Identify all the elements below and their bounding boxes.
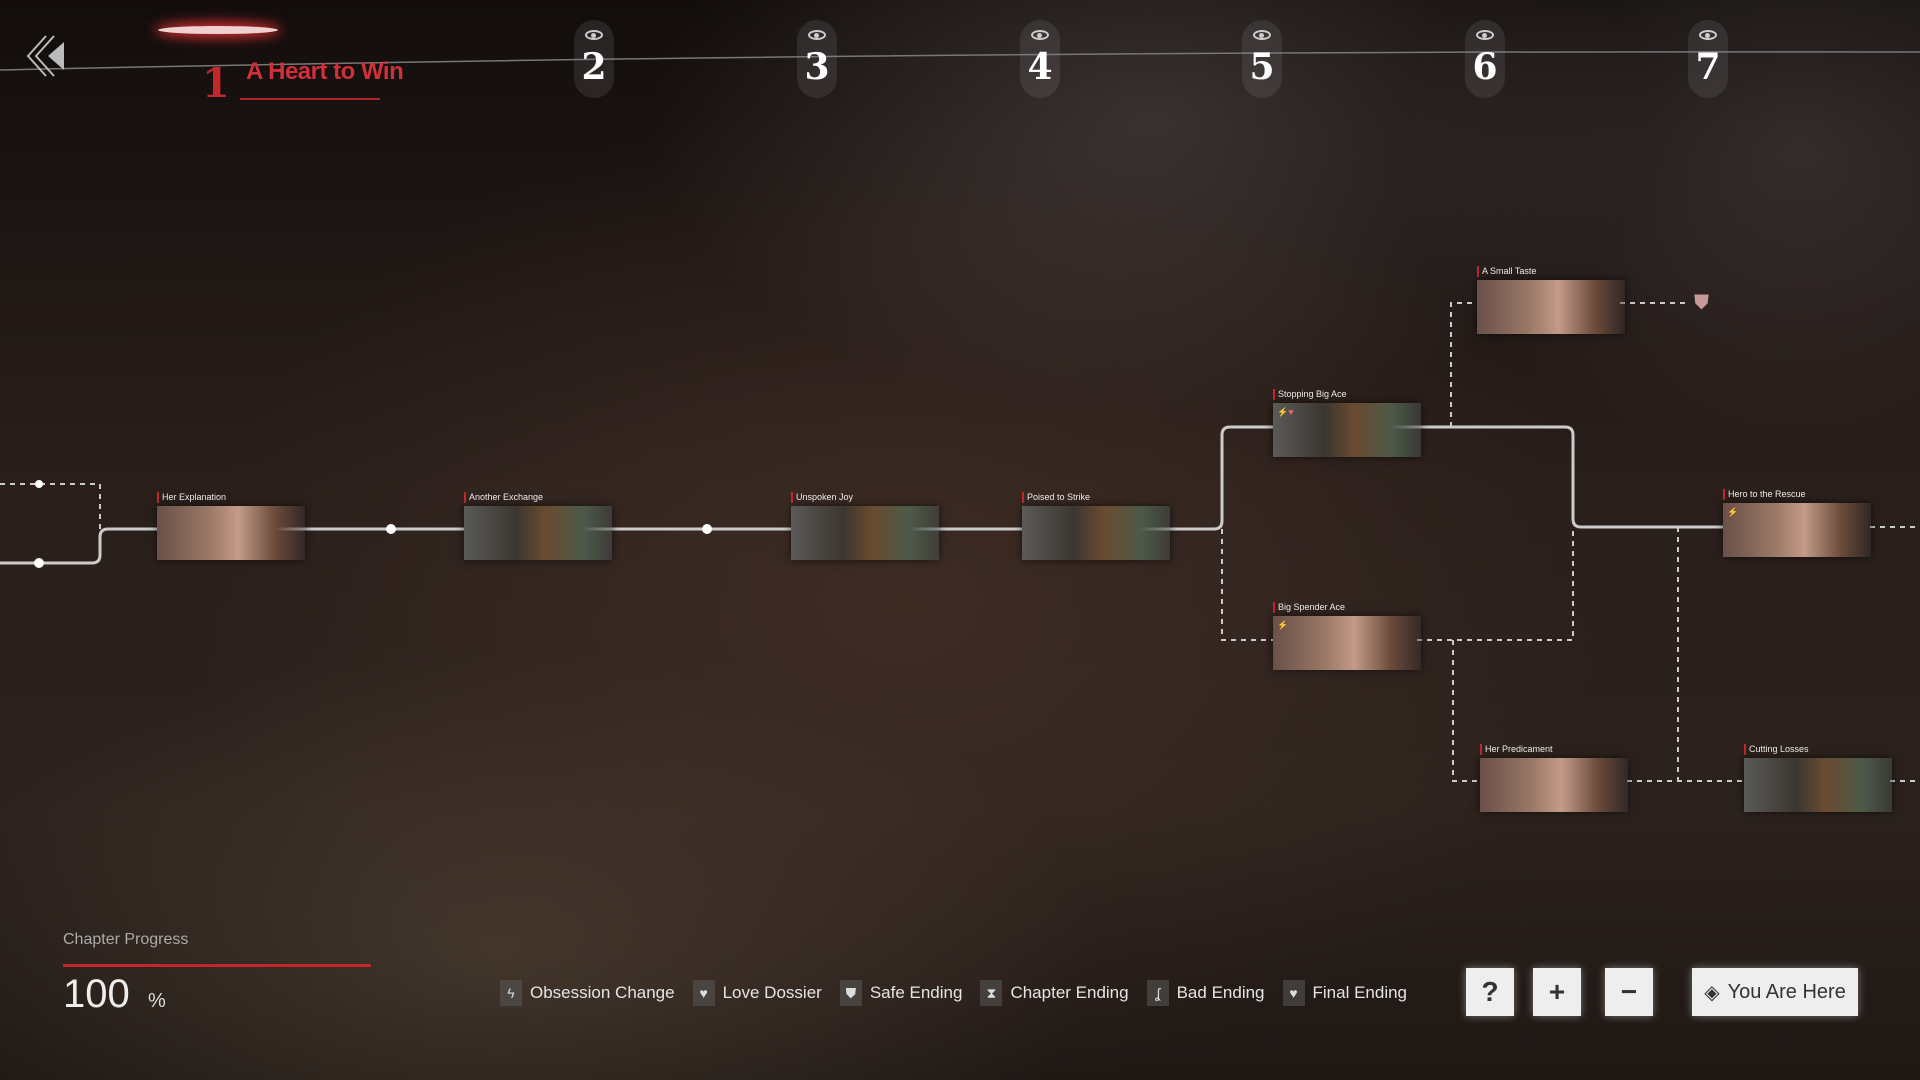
legend-chapter-ending: ⧗ Chapter Ending <box>980 980 1129 1006</box>
obsession-icon: ⚡ <box>1277 620 1289 630</box>
eye-icon <box>585 30 603 40</box>
scene-thumbnail <box>1477 280 1625 334</box>
legend-final-ending: ♥ Final Ending <box>1282 980 1408 1006</box>
scene-title: Big Spender Ace <box>1273 602 1421 613</box>
obsession-icon: ⚡♥ <box>1277 407 1294 417</box>
scene-title: Her Predicament <box>1480 744 1628 755</box>
scene-title: Her Explanation <box>157 492 305 503</box>
chapter-glow <box>158 26 278 34</box>
scene-thumbnail <box>1480 758 1628 812</box>
scene-node-her-explanation[interactable]: Her Explanation <box>157 492 305 560</box>
chapter-3-marker[interactable]: 3 <box>797 20 837 98</box>
zoom-out-button[interactable]: − <box>1605 968 1653 1016</box>
chapter-number: 2 <box>581 46 607 88</box>
chapter-number: 3 <box>804 46 830 88</box>
legend-label: Love Dossier <box>722 983 822 1002</box>
scene-node-poised-to-strike[interactable]: Poised to Strike <box>1022 492 1170 560</box>
solid-paths <box>0 425 1723 565</box>
chapter-number: 1 <box>202 60 230 107</box>
chapter-number: 7 <box>1695 46 1721 88</box>
help-button[interactable]: ? <box>1466 968 1514 1016</box>
chapter-number: 6 <box>1472 46 1498 88</box>
scene-node-her-predicament[interactable]: Her Predicament <box>1480 744 1628 812</box>
legend-obsession-change: ϟ Obsession Change <box>500 980 675 1006</box>
legend-label: Final Ending <box>1312 983 1408 1002</box>
back-button[interactable] <box>24 32 68 82</box>
scene-thumbnail: ⚡♥ <box>1273 403 1421 457</box>
progress-value: 100 <box>63 972 130 1016</box>
scene-title: Poised to Strike <box>1022 492 1170 503</box>
chapter-title: A Heart to Win <box>246 58 404 85</box>
path-dots <box>34 480 712 568</box>
legend-bad-ending: ʆ Bad Ending <box>1146 980 1265 1006</box>
dossier-icon: ♥ <box>692 980 715 1006</box>
scene-thumbnail <box>157 506 305 560</box>
eye-icon <box>1476 30 1494 40</box>
safe-ending-shield-icon[interactable]: ⛊ <box>1694 292 1709 314</box>
eye-icon <box>1031 30 1049 40</box>
chapter-title-underline <box>240 98 380 100</box>
scene-node-hero-to-the-rescue[interactable]: Hero to the Rescue ⚡ <box>1723 489 1871 557</box>
hourglass-icon: ⧗ <box>980 980 1003 1006</box>
chapter-1-marker[interactable]: 1 <box>150 20 280 107</box>
you-are-here-button[interactable]: ◈ You Are Here <box>1692 968 1858 1016</box>
eye-icon <box>808 30 826 40</box>
chapter-5-marker[interactable]: 5 <box>1242 20 1282 98</box>
scene-thumbnail: ⚡ <box>1723 503 1871 557</box>
heart-gem-icon: ♥ <box>1282 980 1305 1006</box>
obsession-icon: ⚡ <box>1727 507 1739 517</box>
scene-thumbnail <box>1022 506 1170 560</box>
scene-node-a-small-taste[interactable]: A Small Taste <box>1477 266 1625 334</box>
progress-unit: % <box>148 990 166 1012</box>
chapter-timeline-line <box>0 51 1920 71</box>
scene-title: Stopping Big Ace <box>1273 389 1421 400</box>
legend-label: Safe Ending <box>869 983 963 1002</box>
zoom-in-button[interactable]: + <box>1533 968 1581 1016</box>
legend-label: Bad Ending <box>1176 983 1265 1002</box>
chapter-2-marker[interactable]: 2 <box>574 20 614 98</box>
scene-title: Unspoken Joy <box>791 492 939 503</box>
legend-love-dossier: ♥ Love Dossier <box>692 980 822 1006</box>
legend-label: Chapter Ending <box>1010 983 1129 1002</box>
chapter-6-marker[interactable]: 6 <box>1465 20 1505 98</box>
eye-icon <box>1253 30 1271 40</box>
chapter-4-marker[interactable]: 4 <box>1020 20 1060 98</box>
scene-node-stopping-big-ace[interactable]: Stopping Big Ace ⚡♥ <box>1273 389 1421 457</box>
shield-icon: ⛊ <box>839 980 862 1006</box>
dashed-paths <box>0 302 1920 782</box>
scene-node-another-exchange[interactable]: Another Exchange <box>464 492 612 560</box>
location-gem-icon: ◈ <box>1704 981 1720 1004</box>
scene-title: A Small Taste <box>1477 266 1625 277</box>
progress-fill <box>63 964 371 967</box>
you-are-here-label: You Are Here <box>1727 980 1846 1003</box>
scene-thumbnail <box>1744 758 1892 812</box>
chapter-progress-label: Chapter Progress <box>63 931 189 948</box>
legend-safe-ending: ⛊ Safe Ending <box>839 980 963 1006</box>
scene-node-unspoken-joy[interactable]: Unspoken Joy <box>791 492 939 560</box>
scene-title: Another Exchange <box>464 492 612 503</box>
scene-thumbnail: ⚡ <box>1273 616 1421 670</box>
scene-node-big-spender-ace[interactable]: Big Spender Ace ⚡ <box>1273 602 1421 670</box>
scene-thumbnail <box>791 506 939 560</box>
hook-icon: ʆ <box>1146 980 1169 1006</box>
legend-label: Obsession Change <box>530 983 675 1002</box>
scene-thumbnail <box>464 506 612 560</box>
legend: ϟ Obsession Change ♥ Love Dossier ⛊ Safe En… <box>500 980 1407 1006</box>
chapter-number: 5 <box>1249 46 1275 88</box>
chapter-number: 4 <box>1027 46 1053 88</box>
chapter-7-marker[interactable]: 7 <box>1688 20 1728 98</box>
scene-node-cutting-losses[interactable]: Cutting Losses <box>1744 744 1892 812</box>
chapter-progress-bar <box>63 964 371 967</box>
obsession-icon: ϟ <box>500 980 522 1006</box>
scene-title: Hero to the Rescue <box>1723 489 1871 500</box>
eye-icon <box>1699 30 1717 40</box>
scene-title: Cutting Losses <box>1744 744 1892 755</box>
